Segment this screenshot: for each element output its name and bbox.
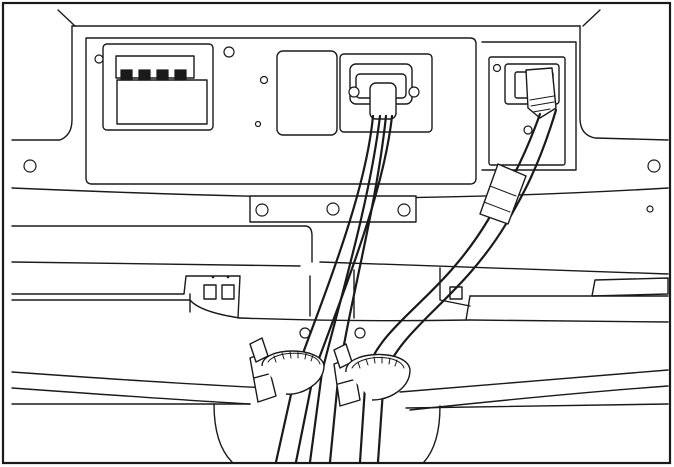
cable-clamp-left [249, 337, 325, 403]
screw-icon [254, 120, 262, 128]
power-cable [358, 108, 558, 464]
vga-connector [254, 50, 433, 136]
vga-cable [274, 114, 394, 464]
screw-icon [646, 205, 654, 213]
terminal-2 [138, 69, 151, 81]
mounting-bracket [249, 195, 417, 223]
stand-body [11, 225, 669, 463]
terminal-1 [120, 69, 133, 81]
screw-icon [255, 203, 269, 217]
clip-slot [203, 284, 217, 300]
clip-slot [221, 284, 235, 300]
screw-icon [259, 75, 269, 85]
ferrite-core [479, 163, 527, 225]
screw-icon [326, 202, 340, 216]
vga-plug [369, 82, 397, 120]
thumbscrew-icon [408, 86, 420, 98]
screw-icon [492, 63, 502, 73]
screw-icon [354, 327, 366, 339]
screw-icon [94, 54, 104, 64]
rear-panel [85, 37, 577, 185]
screw-icon [23, 159, 37, 173]
cable-clamp-right [333, 343, 411, 407]
terminal-4 [174, 69, 187, 81]
thumbscrew-icon [348, 86, 360, 98]
screw-icon [523, 125, 533, 135]
audio-terminal-block [94, 43, 235, 131]
screw-icon [397, 203, 411, 217]
terminal-3 [156, 69, 169, 81]
screw-icon [647, 159, 661, 173]
screw-icon [223, 46, 235, 58]
